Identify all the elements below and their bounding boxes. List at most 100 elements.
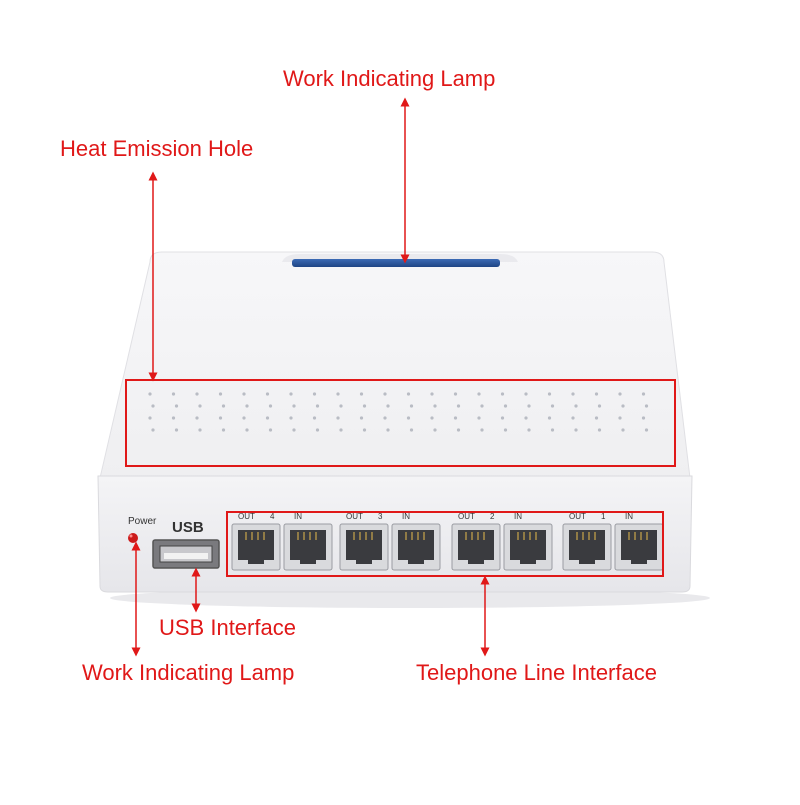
- top-work-lamp: [292, 259, 500, 267]
- rj11-latch-slot: [520, 558, 536, 564]
- vent-hole: [289, 392, 293, 396]
- vent-hole: [547, 392, 552, 396]
- vent-hole: [453, 392, 458, 396]
- vent-hole: [386, 428, 390, 432]
- vent-hole: [571, 416, 575, 420]
- device-top-surface: [99, 251, 691, 479]
- vent-hole: [218, 416, 223, 420]
- callout-usb-interface: USB Interface: [159, 615, 296, 640]
- vent-hole: [433, 404, 437, 408]
- callout-top-work-lamp: Work Indicating Lamp: [283, 66, 496, 91]
- port-in-label: IN: [514, 512, 522, 521]
- vent-hole: [571, 392, 575, 396]
- vent-hole: [503, 404, 508, 408]
- vent-hole: [174, 404, 179, 408]
- vent-hole: [430, 392, 434, 396]
- rj11-jack-opening: [621, 530, 657, 560]
- rj11-jack-opening: [569, 530, 605, 560]
- vent-hole: [336, 392, 340, 396]
- rj11-jack-opening: [238, 530, 274, 560]
- vent-hole: [503, 428, 508, 432]
- vent-hole: [312, 392, 317, 396]
- rj11-latch-slot: [579, 558, 595, 564]
- vent-hole: [594, 392, 599, 396]
- vent-hole: [221, 428, 226, 432]
- vent-hole: [242, 416, 246, 420]
- vent-hole: [644, 428, 649, 432]
- rj11-latch-slot: [300, 558, 316, 564]
- vent-hole: [171, 392, 176, 396]
- vent-hole: [315, 428, 320, 432]
- power-label: Power: [128, 516, 157, 527]
- vent-hole: [265, 416, 270, 420]
- vent-hole: [527, 404, 531, 408]
- rj11-latch-slot: [408, 558, 424, 564]
- vent-hole: [433, 428, 437, 432]
- vent-hole: [195, 392, 199, 396]
- vent-hole: [292, 404, 296, 408]
- port-number-label: 4: [270, 512, 275, 521]
- vent-hole: [339, 404, 343, 408]
- vent-hole: [406, 392, 411, 396]
- vent-hole: [386, 404, 390, 408]
- vent-hole: [524, 416, 528, 420]
- vent-hole: [594, 416, 599, 420]
- heat-emission-vents: [148, 392, 649, 432]
- port-group: OUT 3 IN: [339, 512, 441, 571]
- vent-hole: [195, 416, 199, 420]
- port-number-label: 3: [378, 512, 383, 521]
- vent-hole: [477, 416, 481, 420]
- vent-hole: [359, 392, 364, 396]
- rj11-jack-opening: [458, 530, 494, 560]
- port-in-label: IN: [402, 512, 410, 521]
- vent-hole: [268, 404, 273, 408]
- vent-hole: [574, 404, 578, 408]
- vent-hole: [430, 416, 434, 420]
- vent-hole: [174, 428, 179, 432]
- vent-hole: [550, 428, 555, 432]
- vent-hole: [641, 392, 646, 396]
- vent-hole: [644, 404, 649, 408]
- telephone-ports-highlight-box: [226, 511, 664, 577]
- vent-hole: [574, 428, 578, 432]
- rj11-latch-slot: [248, 558, 264, 564]
- port-out-label: OUT: [458, 512, 475, 521]
- vent-hole: [456, 428, 461, 432]
- power-led: [128, 533, 138, 543]
- heat-hole-highlight-box: [125, 379, 676, 467]
- rj11-jack-opening: [510, 530, 546, 560]
- rj11-latch-slot: [468, 558, 484, 564]
- rj11-jack-opening: [290, 530, 326, 560]
- port-in-label: IN: [294, 512, 302, 521]
- vent-hole: [198, 404, 202, 408]
- vent-hole: [292, 428, 296, 432]
- vent-hole: [406, 416, 411, 420]
- vent-hole: [336, 416, 340, 420]
- vent-hole: [527, 428, 531, 432]
- vent-hole: [312, 416, 317, 420]
- callout-telephone-line-interface: Telephone Line Interface: [416, 660, 657, 685]
- rj11-latch-slot: [356, 558, 372, 564]
- vent-hole: [550, 404, 555, 408]
- vent-hole: [289, 416, 293, 420]
- vent-hole: [480, 404, 484, 408]
- vent-hole: [480, 428, 484, 432]
- usb-label: USB: [172, 519, 204, 536]
- vent-hole: [268, 428, 273, 432]
- port-out-label: OUT: [346, 512, 363, 521]
- port-number-label: 1: [601, 512, 606, 521]
- vent-hole: [547, 416, 552, 420]
- vent-hole: [221, 404, 226, 408]
- vent-hole: [245, 404, 249, 408]
- vent-hole: [171, 416, 176, 420]
- vent-hole: [242, 392, 246, 396]
- vent-hole: [362, 428, 367, 432]
- port-in-label: IN: [625, 512, 633, 521]
- vent-hole: [151, 428, 155, 432]
- rj11-jack-opening: [346, 530, 382, 560]
